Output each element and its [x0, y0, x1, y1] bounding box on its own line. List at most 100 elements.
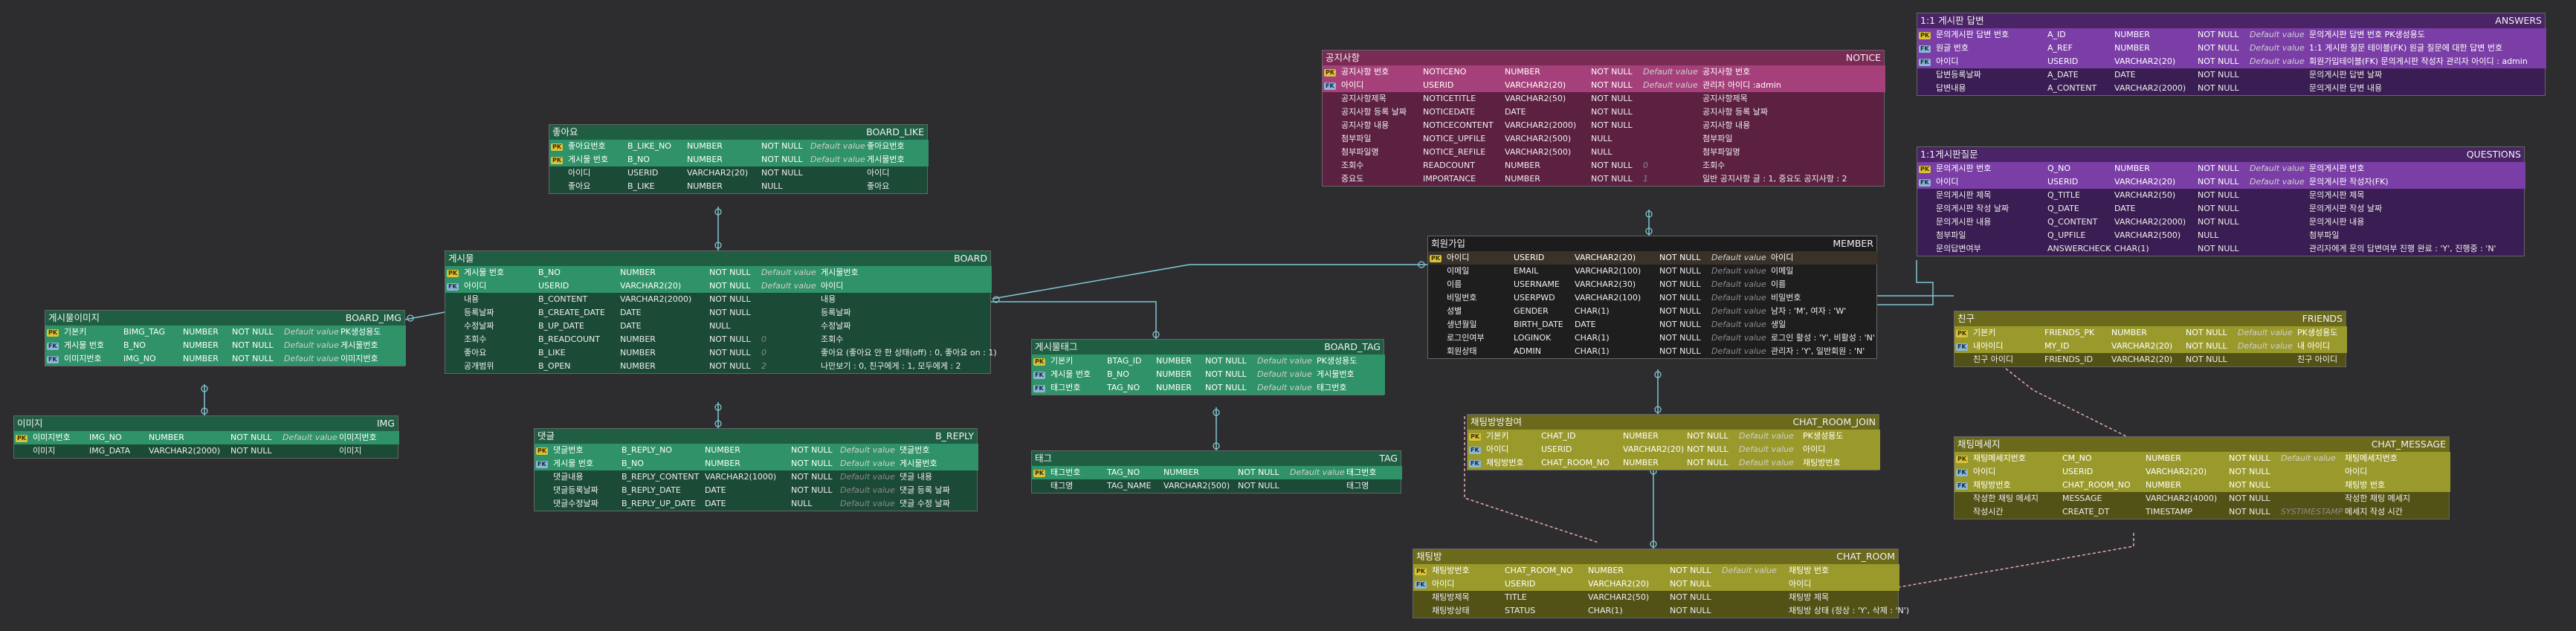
column-logical-name: 등록날짜 [464, 308, 494, 317]
column-nullability: NOT NULL [1659, 346, 1701, 356]
column-logical-name: 첨부파일 [1341, 134, 1372, 143]
column-physical-name: B_NO [123, 340, 146, 350]
column-comment: 관리자 아이디 :admin [1702, 80, 1781, 90]
column-type: NUMBER [1156, 369, 1192, 379]
column-logical-name: 내용 [464, 294, 480, 304]
column-nullability: NOT NULL [1591, 94, 1633, 103]
column-type: CHAR(1) [1575, 346, 1610, 356]
primary-key-icon: PK [1430, 255, 1442, 262]
column-nullability: NOT NULL [1659, 279, 1701, 289]
column-type: DATE [1575, 320, 1596, 329]
column-nullability: NOT NULL [2198, 217, 2239, 227]
key-icon-cell: PK [1032, 466, 1048, 479]
